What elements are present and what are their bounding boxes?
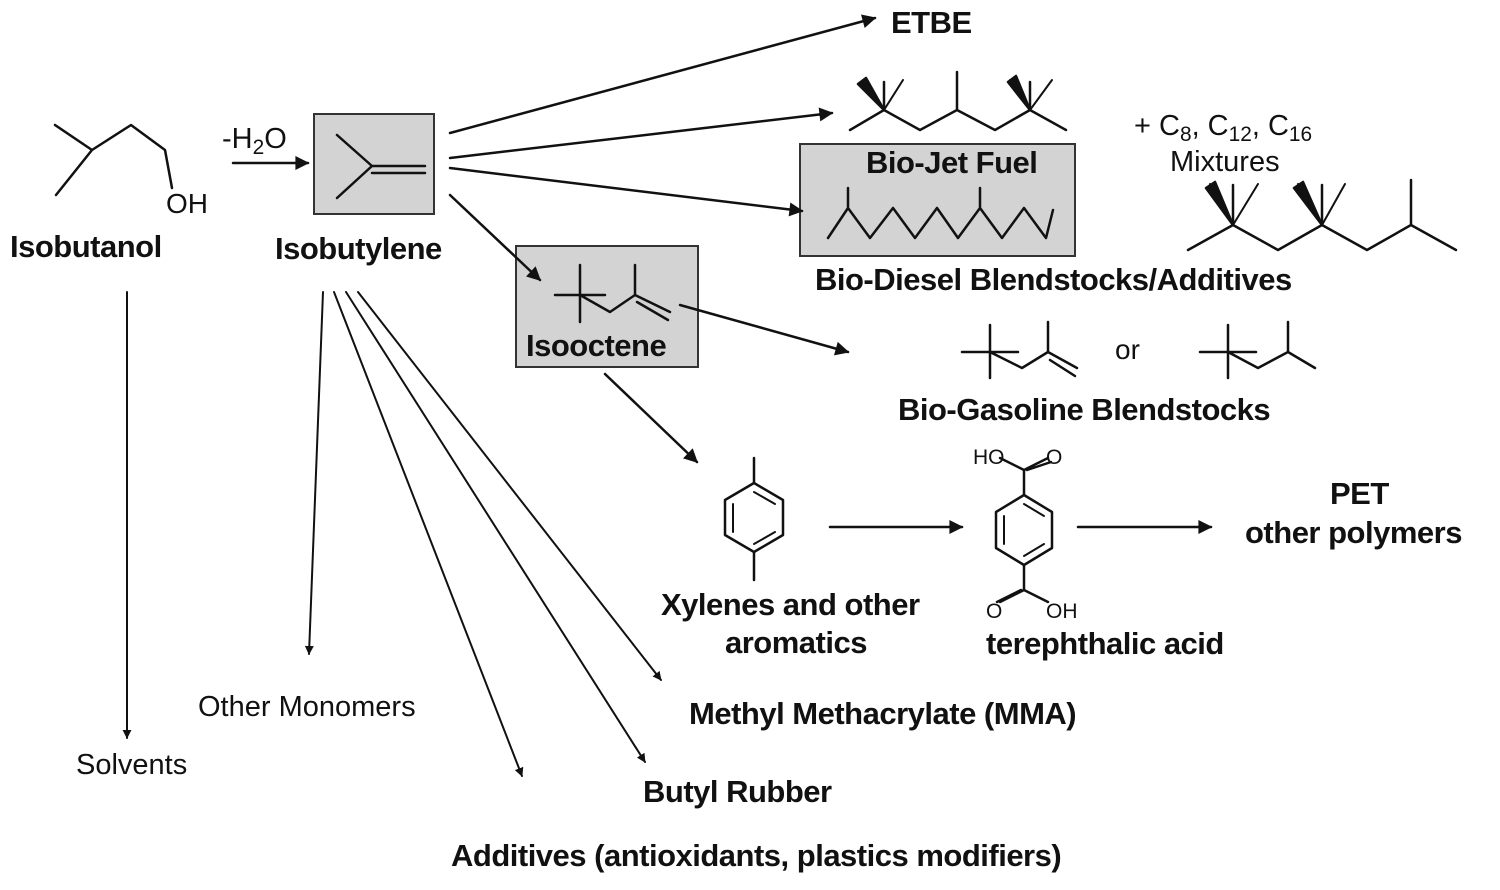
isobutanol-label: Isobutanol [10, 229, 162, 264]
mma-label: Methyl Methacrylate (MMA) [689, 696, 1077, 731]
etbe-label: ETBE [891, 5, 972, 40]
terephthalic-o-top-atom: O [1046, 446, 1063, 469]
arrow-to-isooctene [448, 193, 542, 282]
arrow-to-xylenes [603, 372, 699, 464]
mixtures-word-label: Mixtures [1170, 146, 1280, 178]
isooctene-label: Isooctene [526, 328, 667, 363]
gasoline-structure-2 [1198, 320, 1317, 380]
arrow-to-mma [357, 291, 662, 681]
arrow-to-butyl-rubber [345, 291, 646, 763]
arrow-to-jetfuel [448, 107, 834, 160]
terephthalic-ring-inner [1003, 503, 1045, 557]
isobutanol-oh-atom: OH [166, 188, 208, 219]
terephthalic-oh-bottom-atom: OH [1046, 600, 1078, 623]
biojet-box [799, 143, 1076, 257]
biodiesel-label: Bio-Diesel Blendstocks/Additives [815, 262, 1292, 297]
isobutanol-skeleton [53, 123, 174, 197]
arrow-to-additives [333, 291, 524, 777]
other-polymers-label: other polymers [1245, 515, 1462, 550]
isooctene-box [515, 245, 699, 368]
jetfuel-wedges-top [856, 74, 1032, 112]
diesel-chain-structure [826, 186, 1055, 240]
isobutylene-box [313, 113, 435, 215]
isooctene-structure [553, 263, 672, 324]
gasoline-structure-1 [960, 320, 1079, 380]
terephthalic-o-bottom-atom: O [986, 600, 1003, 623]
terephthalic-ho-atom: HO [973, 446, 1005, 469]
mixtures-wedges [1204, 180, 1324, 227]
solvents-label: Solvents [76, 749, 188, 781]
biogasoline-label: Bio-Gasoline Blendstocks [898, 392, 1271, 427]
dehydration-label: -H2O [222, 123, 287, 159]
arrow-to-biogasoline [678, 303, 850, 356]
arrow-to-other-monomers [304, 291, 324, 655]
xylenes-label-line1: Xylenes and other [661, 587, 920, 622]
isobutylene-label: Isobutylene [275, 231, 442, 266]
other-monomers-label: Other Monomers [198, 691, 416, 723]
terephthalic-label: terephthalic acid [986, 626, 1224, 661]
mixtures-formula-label: + C8, C12, C16 [1134, 110, 1313, 146]
isobutylene-structure [335, 133, 427, 200]
pet-label: PET [1330, 476, 1389, 511]
biojet-fuel-label: Bio-Jet Fuel [866, 145, 1038, 180]
xylenes-label-line2: aromatics [725, 625, 867, 660]
additives-label: Additives (antioxidants, plastics modifi… [451, 838, 1062, 873]
jetfuel-structure-top [848, 70, 1068, 132]
xylene-ring-inner [732, 491, 776, 545]
terephthalic-carboxyls [995, 456, 1053, 604]
arrow-to-biodiesel [448, 166, 804, 217]
butyl-rubber-label: Butyl Rubber [643, 774, 832, 809]
arrow-to-etbe [448, 14, 877, 135]
or-label: or [1115, 334, 1140, 365]
